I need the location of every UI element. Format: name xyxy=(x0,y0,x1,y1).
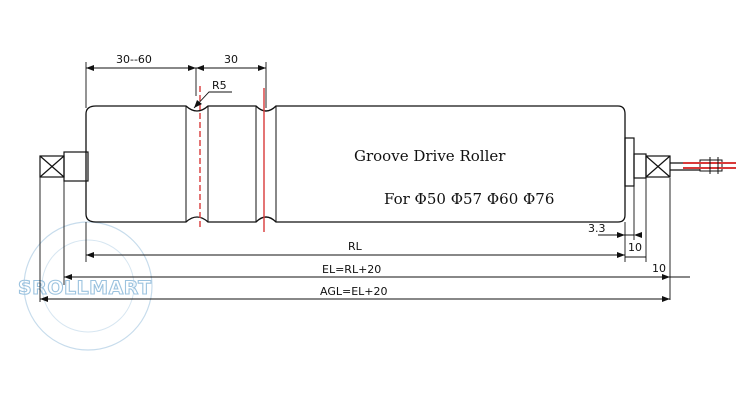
dim-agl: AGL=EL+20 xyxy=(320,285,388,298)
arrow-r5 xyxy=(194,100,202,108)
left-shaft-collar xyxy=(63,151,89,182)
left-shaft-cross-2 xyxy=(39,155,65,178)
drawing-sizes: For Φ50 Φ57 Φ60 Φ76 xyxy=(384,190,554,208)
arrow-1 xyxy=(86,65,94,71)
arrow-3-3-a xyxy=(617,232,625,238)
arrow-agl-right xyxy=(662,296,670,302)
watermark-text: SROLLMART xyxy=(18,277,152,299)
cable-plug xyxy=(699,159,723,172)
groove-details xyxy=(185,106,277,222)
drawing-title: Groove Drive Roller xyxy=(354,147,506,165)
left-shaft xyxy=(39,151,89,182)
right-shaft-block xyxy=(645,155,671,178)
cable xyxy=(683,157,736,174)
dim-shaft-length-2: 10 xyxy=(652,262,666,275)
dimension-lines xyxy=(40,67,690,300)
watermark: SROLLMART xyxy=(17,221,153,351)
dim-radius: R5 xyxy=(212,79,227,92)
dim-el: EL=RL+20 xyxy=(322,263,381,276)
dim-groove-pitch: 30 xyxy=(224,53,238,66)
arrow-rl-left xyxy=(86,252,94,258)
dim-rl: RL xyxy=(348,240,363,253)
dim-motor-offset: 3.3 xyxy=(588,222,606,235)
right-end-cap xyxy=(624,137,635,187)
arrow-agl-left xyxy=(40,296,48,302)
arrow-3-3-b xyxy=(634,232,642,238)
dim-shaft-length-1: 10 xyxy=(628,241,642,254)
red-markers xyxy=(199,86,265,232)
arrow-2 xyxy=(188,65,196,71)
watermark-circle xyxy=(23,221,153,351)
right-shaft-cross-2 xyxy=(645,155,671,178)
arrow-3 xyxy=(196,65,204,71)
arrowheads xyxy=(40,65,670,302)
arrow-el-right xyxy=(662,274,670,280)
watermark-inner-circle xyxy=(41,239,135,333)
right-shaft xyxy=(624,137,700,187)
arrow-el-left xyxy=(64,274,72,280)
dim-groove-offset: 30--60 xyxy=(116,53,152,66)
arrow-4 xyxy=(258,65,266,71)
arrow-rl-right xyxy=(617,252,625,258)
right-shaft-collar xyxy=(633,153,647,179)
roller-body xyxy=(85,105,626,223)
